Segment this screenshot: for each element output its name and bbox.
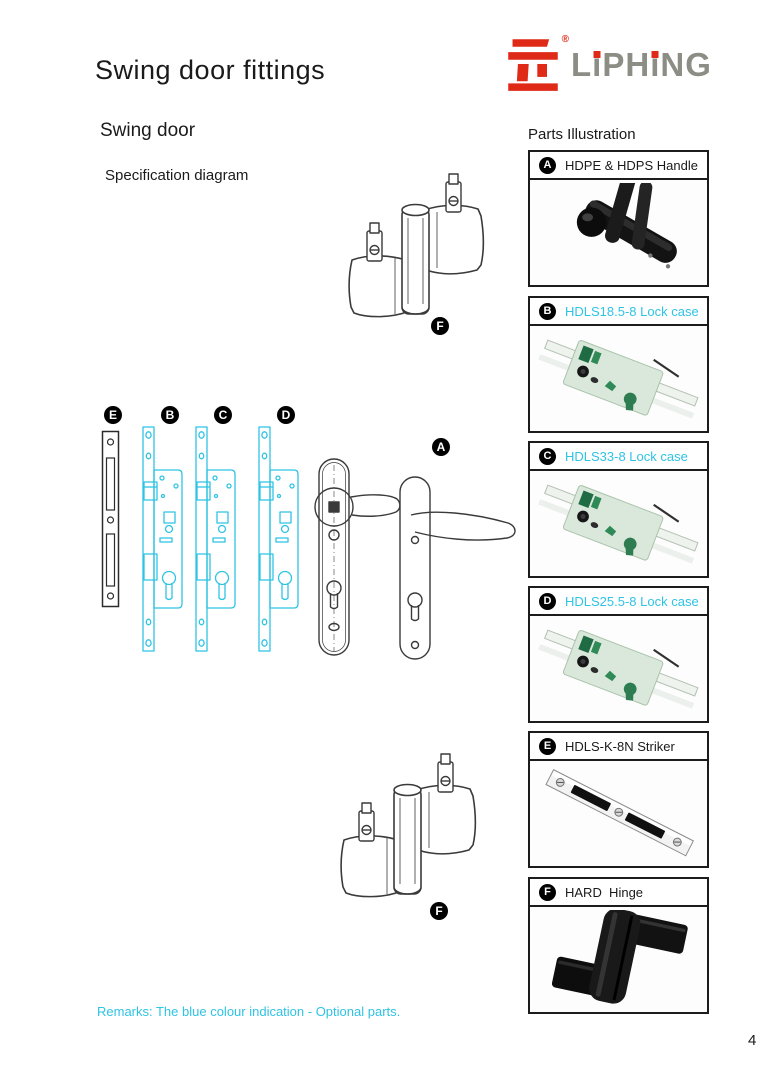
handle-photo (576, 182, 677, 268)
part-box-b: B HDLS18.5-8 Lock case (528, 296, 709, 433)
lock-case-photo (534, 619, 704, 719)
striker-diagram (101, 430, 120, 608)
lock-case-photo (534, 474, 704, 574)
part-box-e: E HDLS-K-8N Striker (528, 731, 709, 868)
lock-case-photo (534, 329, 704, 429)
part-box-d-header: D HDLS25.5-8 Lock case (530, 588, 707, 616)
part-letter-badge: B (539, 302, 556, 320)
part-box-d: D HDLS25.5-8 Lock case (528, 586, 709, 723)
part-letter-badge: C (539, 447, 556, 465)
part-box-c-header: C HDLS33-8 Lock case (530, 443, 707, 471)
part-letter-badge: A (539, 156, 556, 174)
part-photo-b (530, 326, 707, 431)
part-box-a-header: A HDPE & HDPS Handle (530, 152, 707, 180)
lock-case-diagram-b (142, 426, 184, 652)
diagram-badge-b: B (161, 406, 179, 424)
part-label: HDLS18.5-8 Lock case (565, 303, 699, 319)
part-photo-e (530, 761, 707, 866)
section-subtitle: Swing door (100, 120, 196, 141)
hinge-diagram-top (345, 170, 485, 322)
wordmark-i: i (592, 45, 603, 83)
diagram-badge-a: A (432, 438, 450, 456)
part-label: HDLS25.5-8 Lock case (565, 593, 699, 609)
part-box-e-header: E HDLS-K-8N Striker (530, 733, 707, 761)
part-photo-a (530, 180, 707, 285)
page-title: Swing door fittings (95, 55, 326, 85)
part-box-b-header: B HDLS18.5-8 Lock case (530, 298, 707, 326)
part-box-a: A HDPE & HDPS Handle (528, 150, 709, 287)
part-label: HDLS33-8 Lock case (565, 448, 688, 464)
part-photo-d (530, 616, 707, 721)
lock-case-diagram-d (258, 426, 300, 652)
wordmark-segment: NG (660, 45, 712, 83)
diagram-badge-c: C (214, 406, 232, 424)
hinge-diagram-bottom (337, 750, 477, 902)
part-photo-f (530, 907, 707, 1012)
striker-photo (544, 768, 694, 856)
diagram-badge-f-bottom: F (430, 902, 448, 920)
wordmark-i: i (650, 45, 661, 83)
part-box-f-header: F HARD Hinge (530, 879, 707, 907)
parts-panel-heading: Parts Illustration (528, 126, 636, 143)
diagram-badge-e: E (104, 406, 122, 424)
spec-diagram-label: Specification diagram (105, 167, 249, 184)
brand-glyph-icon (508, 39, 558, 91)
part-label: HARD Hinge (565, 884, 644, 900)
part-box-c: C HDLS33-8 Lock case (528, 441, 709, 578)
page-number: 4 (748, 1032, 757, 1049)
part-letter-badge: D (539, 592, 556, 610)
part-letter-badge: E (539, 737, 556, 755)
registered-mark: ® (561, 34, 569, 45)
wordmark-segment: L (571, 45, 593, 83)
part-label: HDLS-K-8N Striker (565, 738, 675, 754)
part-box-f: F HARD Hinge (528, 877, 709, 1014)
part-photo-c (530, 471, 707, 576)
handle-diagram (314, 458, 516, 660)
part-letter-badge: F (539, 883, 556, 901)
hinge-photo (551, 909, 688, 1004)
wordmark-segment: PH (602, 45, 651, 83)
lock-case-diagram-c (195, 426, 237, 652)
brand-logo-mark: ® (505, 34, 569, 92)
diagram-badge-f-top: F (431, 317, 449, 335)
remarks-note: Remarks: The blue colour indication - Op… (97, 1004, 401, 1019)
diagram-badge-d: D (277, 406, 295, 424)
part-label: HDPE & HDPS Handle (565, 157, 698, 173)
